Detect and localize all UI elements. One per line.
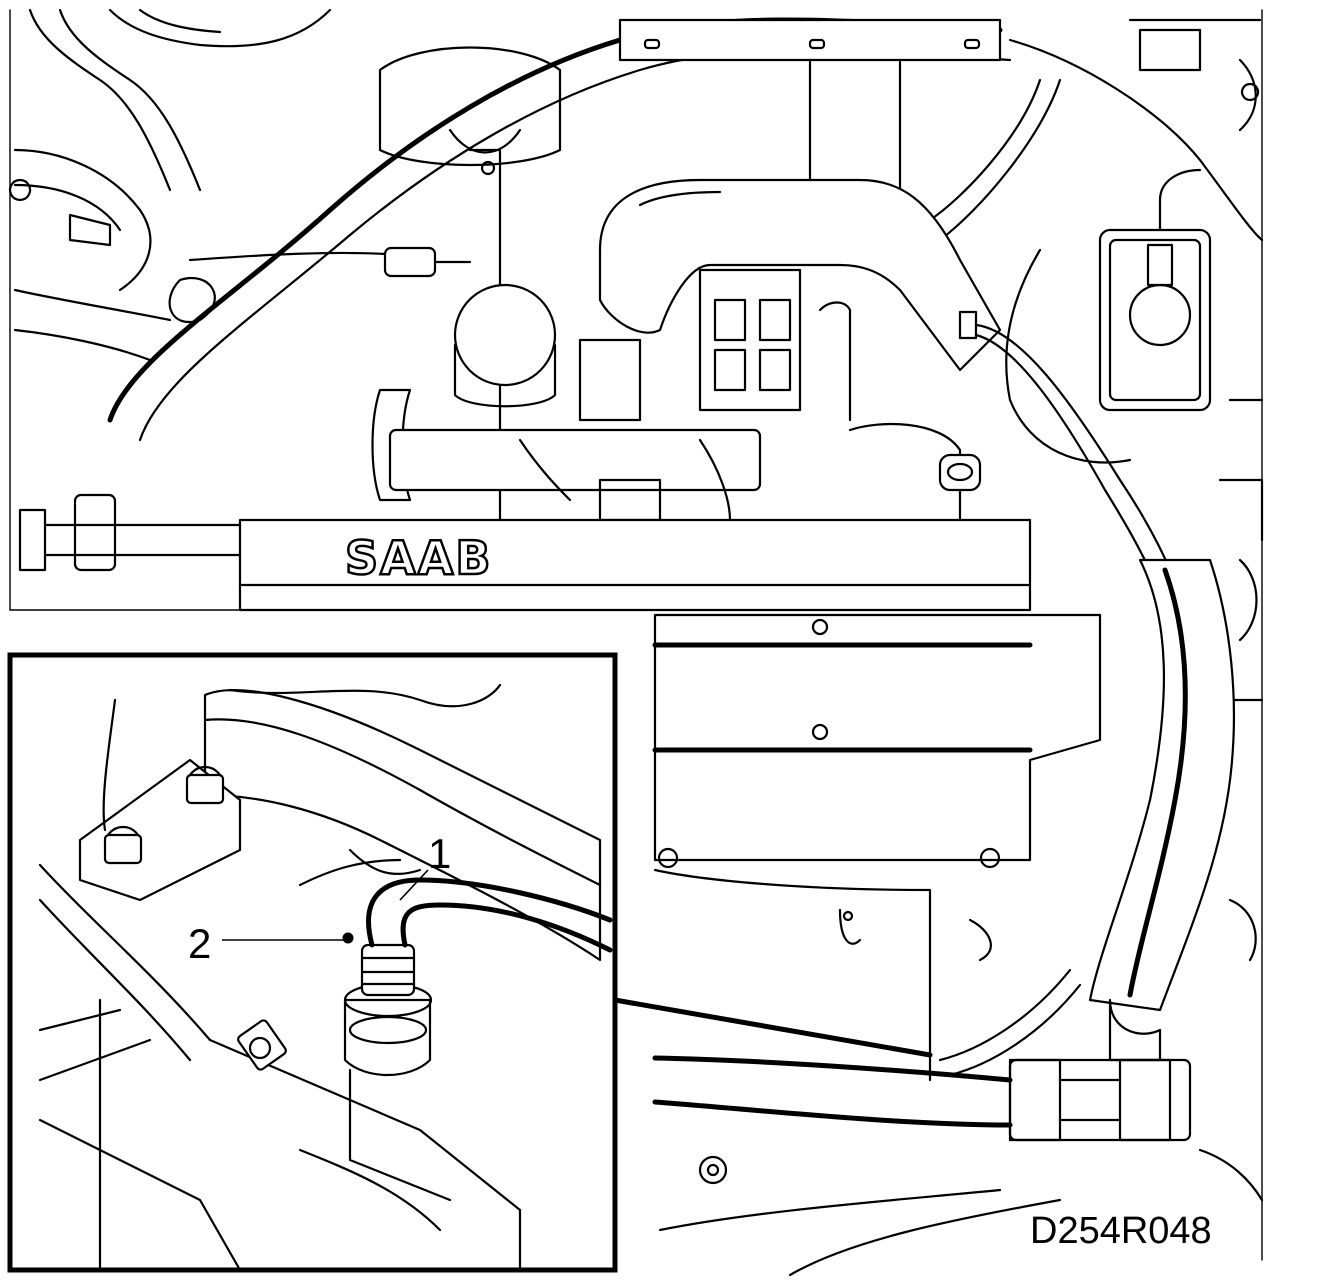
engine-bay-background: SAAB (8, 8, 1264, 1277)
figure-id-label: D254R048 (1030, 1210, 1212, 1252)
brand-logo-text: SAAB (345, 531, 492, 585)
detail-inset: 2 1 (7, 652, 618, 1273)
callout-label-1: 1 (428, 830, 451, 877)
callout-label-2: 2 (188, 920, 211, 967)
